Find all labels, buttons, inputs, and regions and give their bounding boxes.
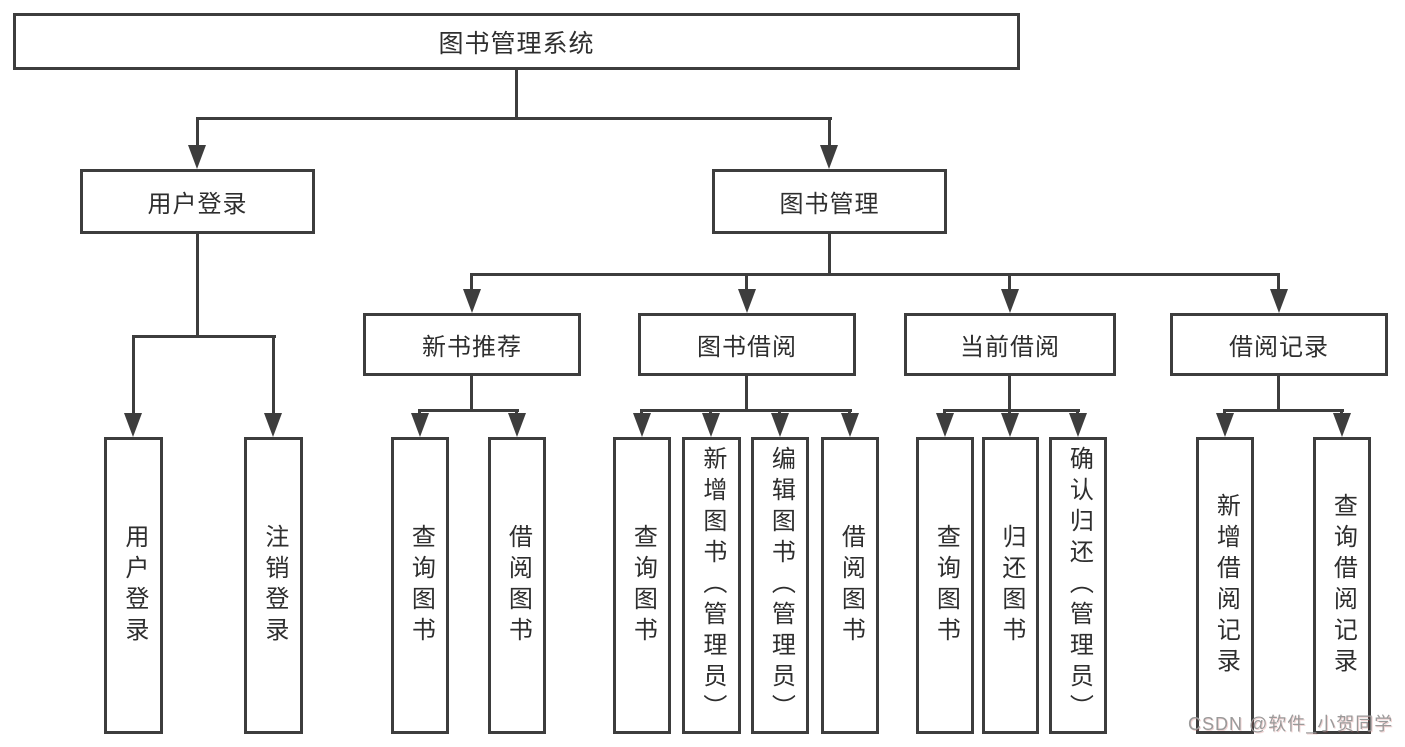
connector-drop-leaf-logout [272,335,275,415]
arrow-down-icon [936,413,954,437]
leaf-label: 查询借阅记录 [1329,492,1357,679]
arrow-down-icon [188,145,206,169]
node-library-management-system: 图书管理系统 [13,13,1020,70]
arrow-down-icon [1001,413,1019,437]
node-book-management: 图书管理 [712,169,947,234]
connector-drop-leaf-user-login [132,335,135,415]
arrow-down-icon [702,413,720,437]
leaf-label: 确认归还（管理员） [1065,446,1093,725]
leaf-edit-books-admin: 编辑图书（管理员） [751,437,809,734]
leaf-borrow-books: 借阅图书 [488,437,546,734]
leaf-label: 归还图书 [997,523,1025,648]
connector-root-stem [515,70,518,120]
leaf-label: 查询图书 [629,523,657,648]
leaf-label: 注销登录 [260,523,288,648]
leaf-confirm-return-admin: 确认归还（管理员） [1049,437,1107,734]
connector-book-borrowing-branch [640,409,852,412]
leaf-label: 编辑图书（管理员） [767,446,795,725]
node-label: 图书管理 [779,191,880,218]
arrow-down-icon [264,413,282,437]
connector-drop-book-borrowing [745,273,748,293]
leaf-query-books: 查询图书 [613,437,671,734]
leaf-label: 查询图书 [932,523,960,648]
connector-user-login-stem [196,234,199,338]
node-label: 新书推荐 [422,334,522,361]
connector-drop-book-management [828,117,831,147]
leaf-label: 借阅图书 [504,523,532,648]
node-new-book-recommendation: 新书推荐 [363,313,581,376]
connector-level1-branch [196,117,832,120]
leaf-query-books: 查询图书 [391,437,449,734]
node-label: 图书管理系统 [438,29,595,58]
connector-drop-user-login [196,117,199,147]
arrow-down-icon [508,413,526,437]
arrow-down-icon [633,413,651,437]
arrow-down-icon [771,413,789,437]
node-borrowing-records: 借阅记录 [1170,313,1388,376]
arrow-down-icon [124,413,142,437]
connector-level3-branch [470,273,1280,276]
arrow-down-icon [1069,413,1087,437]
leaf-label: 借阅图书 [837,523,865,648]
connector-book-borrowing-stem [745,376,748,412]
connector-new-book-rec-branch [418,409,519,412]
node-label: 用户登录 [147,191,248,218]
leaf-label: 用户登录 [120,523,148,648]
arrow-down-icon [1001,289,1019,313]
leaf-label: 新增图书（管理员） [698,446,726,725]
connector-current-borrowing-stem [1008,376,1011,412]
node-user-login: 用户登录 [80,169,315,234]
leaf-label: 查询图书 [407,523,435,648]
connector-drop-new-book-rec [470,273,473,293]
connector-current-borrowing-branch [943,409,1080,412]
arrow-down-icon [1216,413,1234,437]
csdn-watermark: CSDN @软件_小贺同学 [1188,714,1394,734]
leaf-add-borrow-record: 新增借阅记录 [1196,437,1254,734]
node-book-borrowing: 图书借阅 [638,313,856,376]
connector-borrowing-records-branch [1223,409,1344,412]
arrow-down-icon [841,413,859,437]
connector-borrowing-records-stem [1277,376,1280,412]
leaf-query-borrow-record: 查询借阅记录 [1313,437,1371,734]
arrow-down-icon [411,413,429,437]
node-current-borrowing: 当前借阅 [904,313,1116,376]
node-label: 图书借阅 [697,334,797,361]
connector-drop-borrowing-records [1277,273,1280,293]
connector-book-management-stem [828,234,831,276]
node-label: 借阅记录 [1229,334,1329,361]
connector-user-login-branch [132,335,276,338]
connector-new-book-rec-stem [470,376,473,412]
arrow-down-icon [463,289,481,313]
arrow-down-icon [1270,289,1288,313]
leaf-add-books-admin: 新增图书（管理员） [682,437,741,734]
leaf-label: 新增借阅记录 [1212,492,1240,679]
leaf-return-books: 归还图书 [982,437,1039,734]
leaf-logout: 注销登录 [244,437,303,734]
node-label: 当前借阅 [960,334,1060,361]
leaf-query-books: 查询图书 [916,437,974,734]
arrow-down-icon [1333,413,1351,437]
arrow-down-icon [738,289,756,313]
arrow-down-icon [820,145,838,169]
leaf-borrow-books: 借阅图书 [821,437,879,734]
leaf-user-login: 用户登录 [104,437,163,734]
connector-drop-current-borrowing [1008,273,1011,293]
